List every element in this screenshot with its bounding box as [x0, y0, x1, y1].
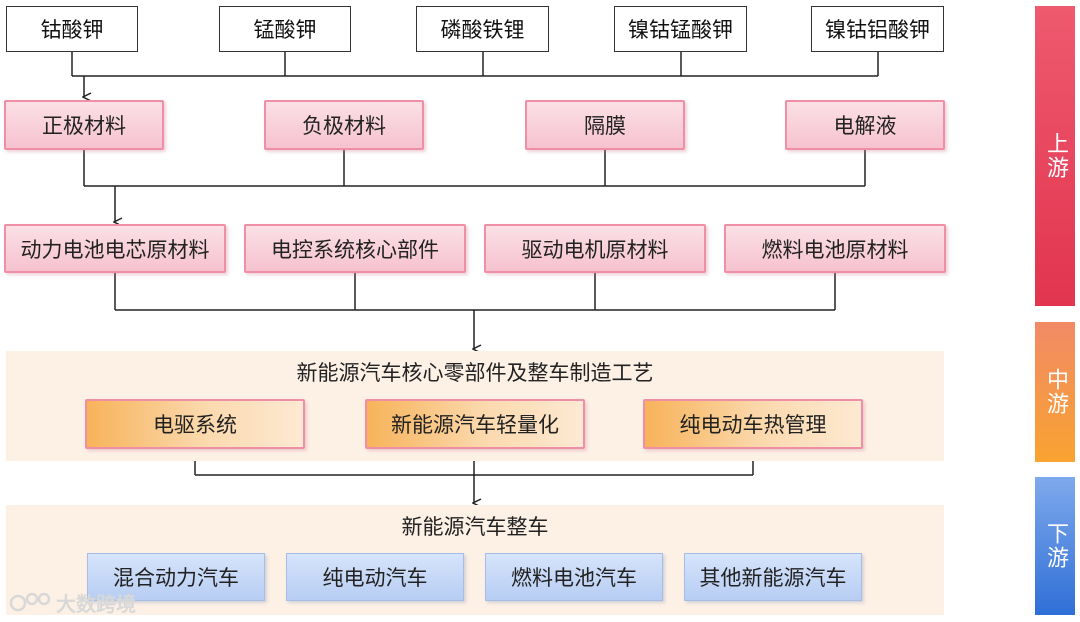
midstream-item-label: 电驱系统 [153, 413, 237, 437]
raw-material-box: 钴酸钾 [6, 6, 138, 52]
component-box: 燃料电池原材料 [724, 224, 946, 273]
component-box: 动力电池电芯原材料 [4, 224, 226, 273]
raw-material-box: 磷酸铁锂 [416, 6, 549, 52]
component-box: 驱动电机原材料 [484, 224, 706, 273]
material-label: 负极材料 [302, 114, 386, 138]
connector-lines [71, 52, 879, 622]
raw-material-label: 镍钴铝酸钾 [825, 18, 930, 42]
stage-upstream-label: 上游 [1043, 132, 1068, 180]
material-box: 电解液 [785, 100, 945, 150]
midstream-item-box: 新能源汽车轻量化 [365, 399, 585, 449]
material-box: 负极材料 [264, 100, 424, 150]
material-label: 电解液 [833, 114, 897, 138]
material-box: 正极材料 [4, 100, 164, 150]
raw-material-label: 镍钴锰酸钾 [628, 18, 733, 42]
material-box: 隔膜 [525, 100, 685, 150]
midstream-item-box: 纯电动车热管理 [643, 399, 863, 449]
midstream-item-box: 电驱系统 [85, 399, 305, 449]
material-label: 正极材料 [42, 114, 126, 138]
stage-upstream-bar: 上游 [1035, 6, 1075, 306]
downstream-title: 新能源汽车整车 [401, 515, 549, 539]
watermark-text: 大数跨境 [56, 591, 136, 616]
stage-downstream-label: 下游 [1043, 522, 1068, 570]
watermark: 大数跨境 [8, 588, 136, 616]
stage-downstream-bar: 下游 [1035, 477, 1075, 615]
material-label: 隔膜 [584, 114, 626, 138]
raw-material-label: 磷酸铁锂 [440, 18, 525, 42]
component-label: 驱动电机原材料 [521, 237, 669, 262]
downstream-item-label: 混合动力汽车 [113, 566, 239, 590]
downstream-item-box: 混合动力汽车 [87, 553, 265, 601]
downstream-item-label: 其他新能源汽车 [699, 566, 847, 590]
downstream-item-label: 燃料电池汽车 [511, 566, 637, 590]
midstream-item-label: 纯电动车热管理 [679, 413, 827, 437]
watermark-logo-icon [9, 592, 51, 612]
downstream-item-label: 纯电动汽车 [322, 566, 428, 590]
downstream-item-box: 纯电动汽车 [286, 553, 464, 601]
raw-material-box: 镍钴锰酸钾 [614, 6, 747, 52]
midstream-title: 新能源汽车核心零部件及整车制造工艺 [296, 361, 654, 385]
raw-material-box: 锰酸钾 [219, 6, 351, 52]
downstream-item-box: 其他新能源汽车 [684, 553, 862, 601]
component-label: 动力电池电芯原材料 [20, 237, 210, 262]
raw-material-label: 锰酸钾 [253, 18, 317, 42]
component-label: 电控系统核心部件 [271, 237, 439, 262]
component-box: 电控系统核心部件 [244, 224, 466, 273]
component-label: 燃料电池原材料 [761, 237, 909, 262]
stage-midstream-bar: 中游 [1035, 322, 1075, 462]
raw-material-box: 镍钴铝酸钾 [811, 6, 944, 52]
midstream-item-label: 新能源汽车轻量化 [391, 413, 559, 437]
stage-midstream-label: 中游 [1043, 368, 1068, 416]
downstream-item-box: 燃料电池汽车 [485, 553, 663, 601]
raw-material-label: 钴酸钾 [40, 18, 104, 42]
